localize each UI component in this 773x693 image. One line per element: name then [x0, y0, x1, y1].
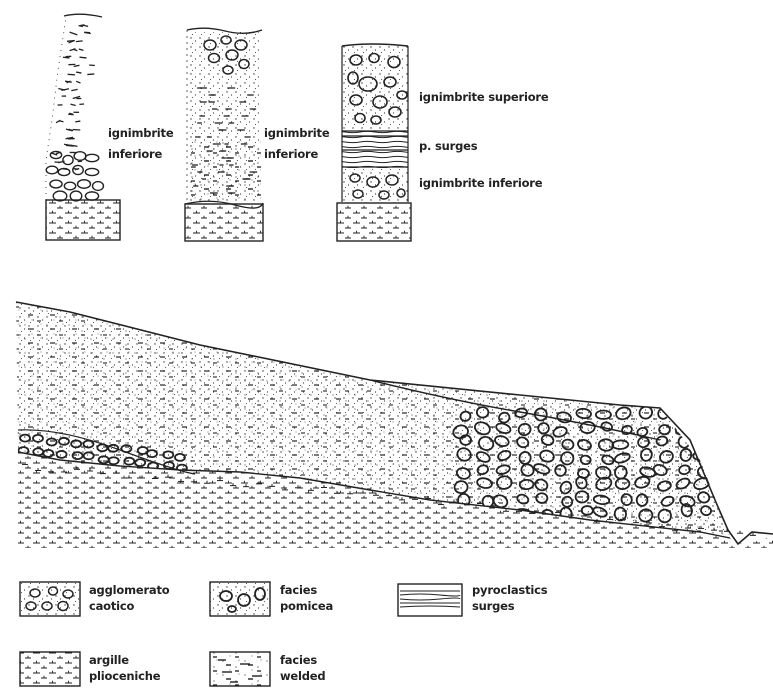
legend-surges-line-1: pyroclastics [472, 583, 548, 597]
legend-pyroclastic-surges: pyroclastics surges [398, 583, 548, 616]
legend-agglomerato-caotico: agglomerato caotico [20, 582, 170, 616]
stratigraphic-column-3: ignimbrite superiore p. surges ignimbrit… [337, 44, 549, 241]
column-1-label-line-2: inferiore [108, 147, 163, 161]
legend-welded-line-2: welded [280, 669, 325, 683]
column-1-label-line-1: ignimbrite [108, 126, 174, 140]
column-3-label-surges: p. surges [419, 139, 478, 153]
column-3-lower-ignimbrite [342, 168, 408, 202]
legend-swatch-argille [20, 652, 80, 686]
stratigraphic-column-1: ignimbrite inferiore [46, 14, 174, 240]
legend-agglomerato-line-1: agglomerato [89, 583, 170, 597]
stratigraphic-column-2: ignimbrite inferiore [185, 28, 330, 241]
column-3-label-lower: ignimbrite inferiore [419, 176, 543, 190]
cross-section [0, 290, 773, 568]
legend-pomicea-line-1: facies [280, 583, 317, 597]
column-2-label-line-2: inferiore [264, 147, 319, 161]
legend-argille-line-1: argille [89, 653, 129, 667]
legend-facies-pomicea: facies pomicea [210, 582, 333, 616]
legend-argille-line-2: plioceniche [89, 669, 161, 683]
legend: agglomerato caotico facies pomicea pyroc… [20, 582, 548, 686]
legend-facies-welded: facies welded [210, 652, 325, 686]
column-2-welded-layer [187, 140, 261, 202]
column-3-clay-layer [337, 203, 411, 241]
column-1-clay-layer [46, 200, 120, 240]
column-2-clay-layer [185, 204, 263, 241]
column-3-label-upper: ignimbrite superiore [419, 90, 549, 104]
column-2-label-line-1: ignimbrite [264, 126, 330, 140]
legend-agglomerato-line-2: caotico [89, 599, 135, 613]
legend-welded-line-1: facies [280, 653, 317, 667]
legend-swatch-welded [210, 652, 270, 686]
legend-surges-line-2: surges [472, 599, 515, 613]
legend-pomicea-line-2: pomicea [280, 599, 333, 613]
legend-argille-plioceniche: argille plioceniche [20, 652, 161, 686]
